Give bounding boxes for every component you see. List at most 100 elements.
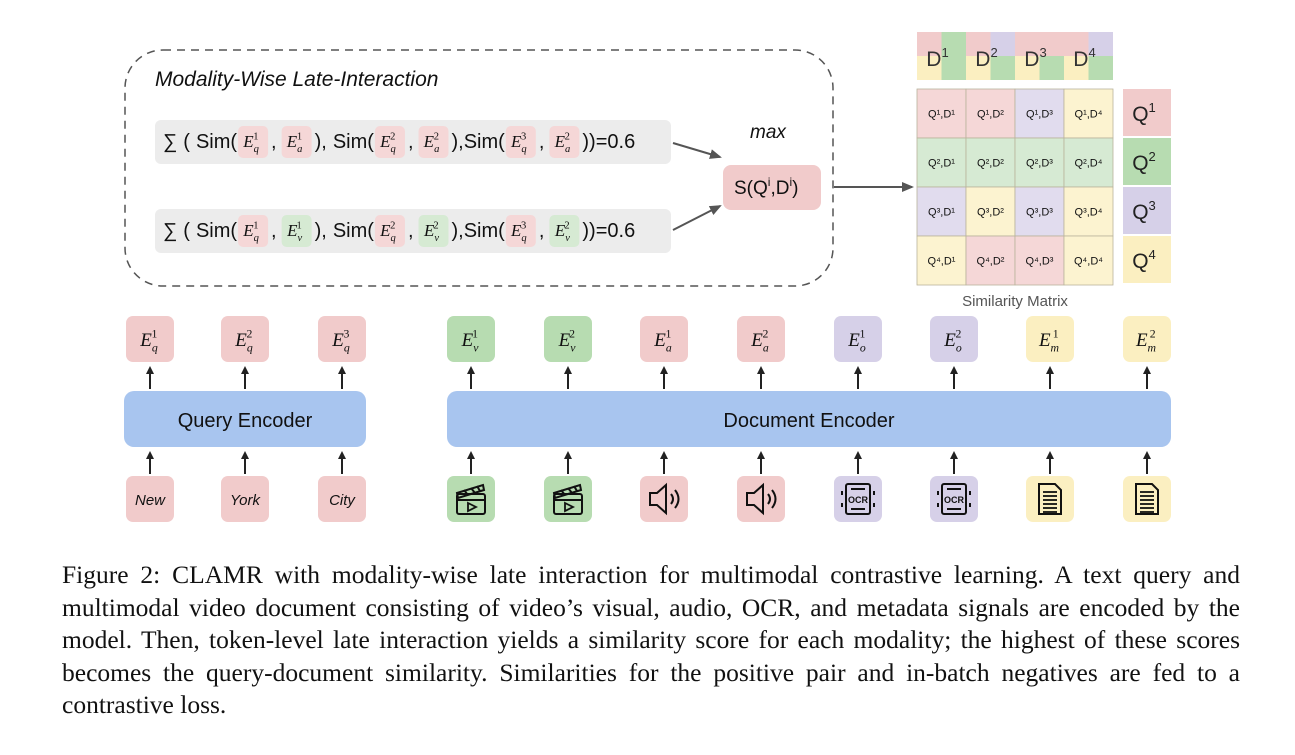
formula-text: , [539, 220, 545, 242]
embedding-chip [549, 215, 580, 247]
document-input-tile [1123, 476, 1171, 522]
svg-text:Q⁴,D²: Q⁴,D² [977, 256, 1005, 268]
formula-text: , [271, 220, 277, 242]
query-token-tile [126, 476, 174, 522]
matrix-doc-header: D3 [1015, 32, 1064, 80]
document-embedding-tile [447, 316, 495, 362]
document-icon [1038, 483, 1062, 515]
document-encoder [447, 391, 1171, 447]
matrix-cell: Q²,D⁴ [1063, 137, 1114, 188]
formula-text: ( [183, 220, 190, 242]
embedding-label: Ea2 [750, 328, 769, 355]
embedding-label: Eq3 [510, 132, 527, 155]
embedding-chip [418, 215, 449, 247]
matrix-query-label: Q4 [1123, 236, 1171, 283]
formula-text: , [408, 131, 414, 153]
embedding-label: Eq2 [234, 328, 253, 355]
embedding-chip [281, 215, 312, 247]
embedding-label: Eo1 [847, 328, 866, 355]
document-token-column: Ev1 [447, 316, 495, 522]
formula-text: Sim( [333, 220, 374, 242]
embedding-chip [418, 126, 449, 158]
query-token-label: City [329, 492, 356, 509]
matrix-query-label: Q3 [1123, 187, 1171, 234]
document-icon [1135, 483, 1159, 515]
svg-text:OCR: OCR [848, 495, 869, 505]
svg-text:Q⁴,D¹: Q⁴,D¹ [928, 256, 956, 268]
embedding-label: Eq1 [242, 221, 259, 244]
formula-text: Sim( [196, 131, 237, 153]
svg-text:Q²,D¹: Q²,D¹ [928, 158, 955, 170]
late-interaction-title: Modality-Wise Late-Interaction [155, 68, 438, 91]
speaker-icon [746, 482, 777, 516]
formula-text: ), [315, 220, 327, 242]
matrix-query-label: Q1 [1123, 89, 1171, 136]
query-encoder [124, 391, 366, 447]
row1-to-max-arrow [672, 142, 722, 159]
matrix-doc-header: D1 [917, 32, 966, 80]
embedding-chip [549, 126, 580, 158]
matrix-cell: Q³,D² [965, 186, 1016, 237]
embedding-label: Eq1 [139, 328, 158, 355]
matrix-cell: Q⁴,D³ [1014, 235, 1065, 286]
query-encoder-label: Query Encoder [178, 410, 313, 432]
embedding-label: Eo2 [943, 328, 962, 355]
document-encoder-label: Document Encoder [723, 410, 895, 432]
matrix-cell: Q³,D⁴ [1063, 186, 1114, 237]
embedding-chip [281, 126, 312, 158]
svg-text:Q²,D⁴: Q²,D⁴ [1075, 158, 1103, 170]
svg-text:OCR: OCR [944, 495, 965, 505]
svg-text:Q3: Q3 [1132, 198, 1156, 224]
query-token-tile [221, 476, 269, 522]
matrix-cell: Q²,D³ [1014, 137, 1065, 188]
embedding-label: Ea2 [554, 132, 571, 155]
speaker-icon [649, 482, 680, 516]
matrix-query-label: Q2 [1123, 138, 1171, 185]
score-label: S(Qi,Di) [734, 175, 798, 199]
embedding-label: Ev2 [554, 221, 570, 244]
svg-text:Q2: Q2 [1132, 149, 1156, 175]
document-embedding-tile [1026, 316, 1074, 362]
document-token-column: Em1 [1026, 316, 1074, 522]
embedding-label: Eq3 [331, 328, 350, 355]
matrix-cell: Q⁴,D¹ [916, 235, 967, 286]
formula-text: Sim( [196, 220, 237, 242]
interaction-formula-1: ∑(Sim(Eq1,Ea1),Sim(Eq2,Ea2),Sim(Eq3,Ea2)… [163, 126, 635, 158]
svg-text:Q³,D⁴: Q³,D⁴ [1075, 207, 1103, 219]
matrix-cell: Q³,D¹ [916, 186, 967, 237]
formula-text: , [539, 131, 545, 153]
embedding-chip [374, 126, 405, 158]
svg-text:Q¹,D²: Q¹,D² [977, 109, 1004, 121]
formula-text: ( [183, 131, 190, 153]
svg-text:D4: D4 [1073, 45, 1095, 71]
formula-text: Sim( [464, 131, 505, 153]
embedding-label: Ev1 [286, 221, 302, 244]
document-embedding-tile [1123, 316, 1171, 362]
svg-text:Q¹,D¹: Q¹,D¹ [928, 109, 955, 121]
query-embedding-tile [318, 316, 366, 362]
svg-text:D3: D3 [1024, 45, 1046, 71]
document-embedding-tile [640, 316, 688, 362]
row2-to-max-arrow [672, 205, 722, 231]
document-input-tile [1026, 476, 1074, 522]
formula-text: ), [315, 131, 327, 153]
svg-text:Q¹,D⁴: Q¹,D⁴ [1075, 109, 1103, 121]
interaction-formula-2: ∑(Sim(Eq1,Ev1),Sim(Eq2,Ev2),Sim(Eq3,Ev2)… [163, 215, 635, 247]
embedding-chip [505, 126, 536, 158]
embedding-label: Ev1 [461, 328, 480, 355]
svg-text:Q¹,D³: Q¹,D³ [1026, 109, 1053, 121]
clamr-diagram: Modality-Wise Late-Interaction ∑(Sim(Eq1… [124, 32, 1171, 522]
query-embedding-tile [126, 316, 174, 362]
matrix-doc-header: D4 [1064, 32, 1113, 80]
ocr-icon: OCR [841, 483, 875, 515]
embedding-chip [238, 126, 269, 158]
model-name: CLAMR [172, 560, 263, 589]
matrix-cell: Q³,D³ [1014, 186, 1065, 237]
ocr-icon: OCR [937, 483, 971, 515]
